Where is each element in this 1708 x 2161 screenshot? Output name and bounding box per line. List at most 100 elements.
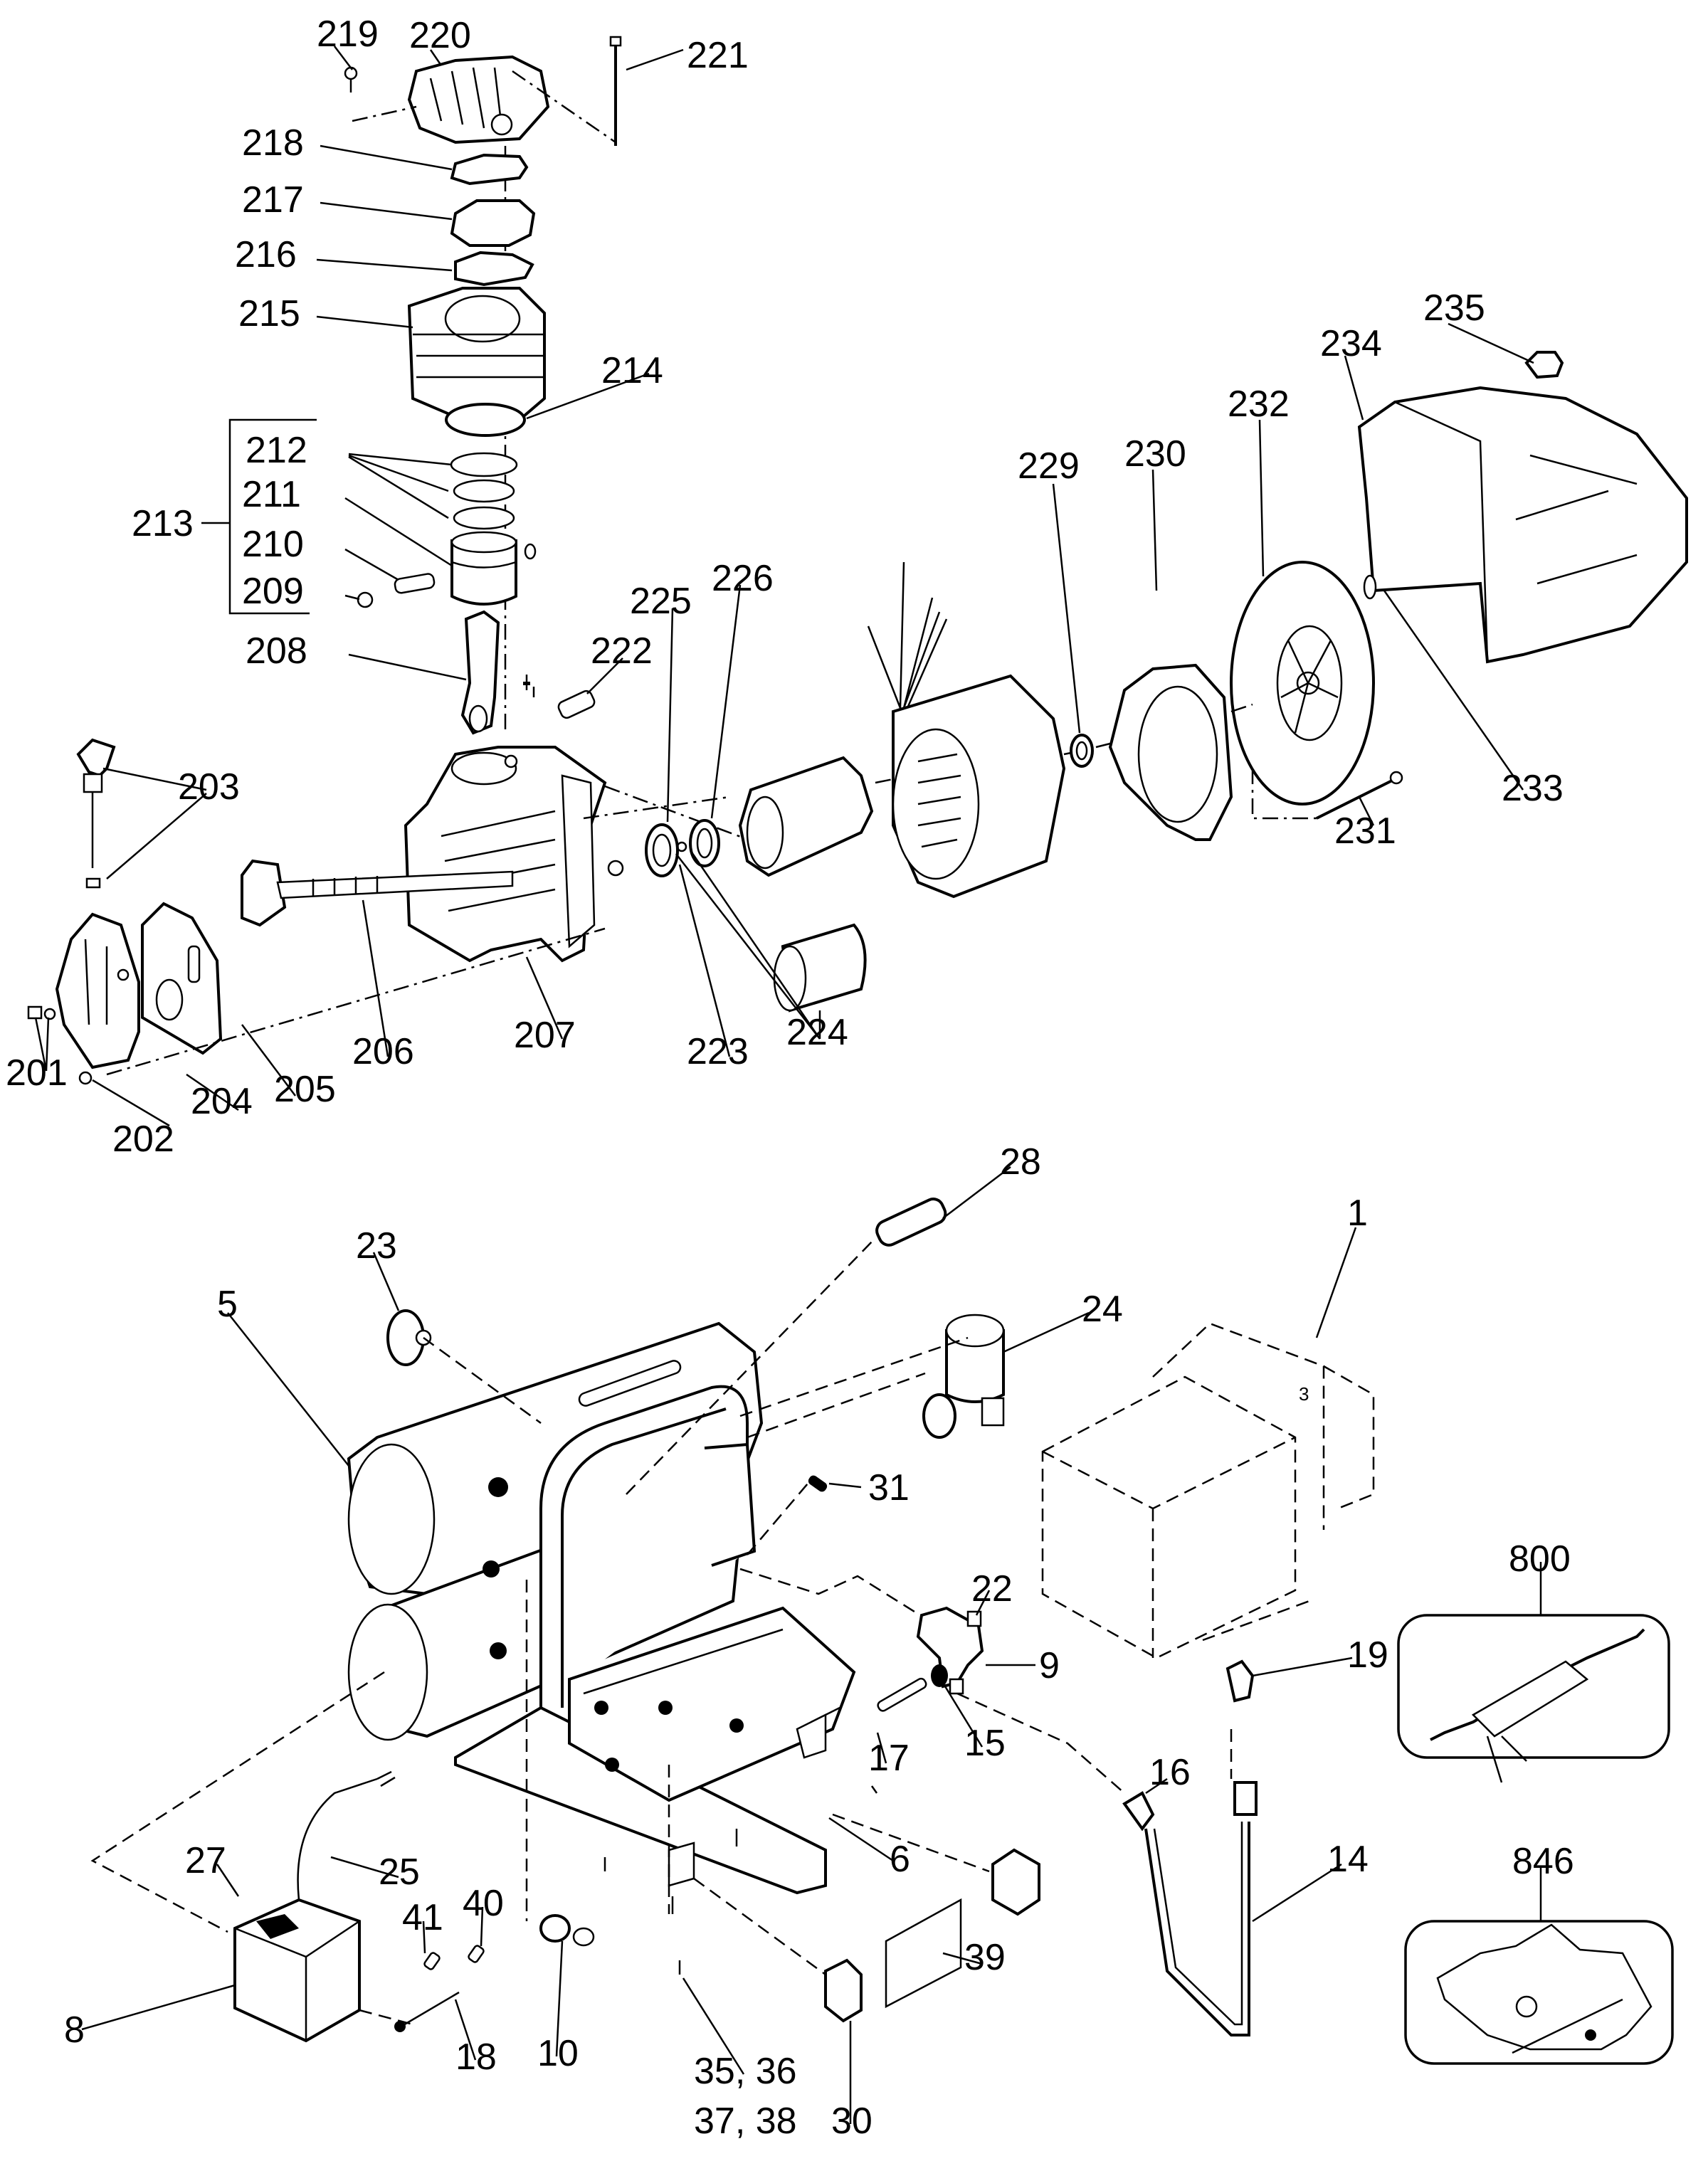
part-label-39: 39 bbox=[964, 1937, 1006, 1978]
fitting-31-part bbox=[808, 1475, 828, 1492]
part-label-220: 220 bbox=[409, 15, 471, 56]
part-label-1: 1 bbox=[1347, 1193, 1368, 1234]
inset-800-box bbox=[1397, 1614, 1670, 1783]
small-pins bbox=[523, 675, 535, 697]
gasket-205-part bbox=[141, 902, 223, 1055]
part-label-232: 232 bbox=[1228, 384, 1290, 425]
part-label-234: 234 bbox=[1320, 323, 1382, 364]
cylinder-head-part bbox=[407, 55, 550, 144]
part-label-204: 204 bbox=[191, 1081, 253, 1122]
terminal-41-part bbox=[423, 1952, 441, 1970]
plug-prongs bbox=[376, 1770, 396, 1787]
connecting-rod-part bbox=[460, 610, 500, 735]
part-label-233: 233 bbox=[1502, 768, 1564, 809]
part-label-25: 25 bbox=[379, 1851, 420, 1893]
part-label-19: 19 bbox=[1347, 1634, 1388, 1676]
part-label-28: 28 bbox=[1000, 1141, 1041, 1183]
part-label-40: 40 bbox=[463, 1883, 504, 1924]
head-gasket-part bbox=[450, 153, 529, 186]
part-label-226: 226 bbox=[712, 558, 774, 599]
part-label-203: 203 bbox=[178, 766, 240, 808]
cover-part bbox=[55, 912, 140, 1069]
fitting-222-part bbox=[557, 689, 596, 719]
tube-17-part bbox=[877, 1677, 927, 1712]
part-label-223: 223 bbox=[687, 1031, 749, 1072]
part-label-224: 224 bbox=[786, 1012, 848, 1053]
o-ring-part bbox=[445, 403, 526, 437]
part-label-218: 218 bbox=[242, 122, 304, 164]
motor-axis bbox=[875, 703, 1317, 820]
power-cord-part bbox=[297, 1777, 378, 1901]
part-label-229: 229 bbox=[1018, 445, 1080, 487]
fitting-15-part bbox=[931, 1664, 948, 1687]
end-bell-part bbox=[1108, 663, 1233, 841]
plug-part bbox=[504, 754, 518, 768]
elbow-19-part bbox=[1225, 1659, 1255, 1703]
part-label-27: 27 bbox=[185, 1840, 226, 1881]
part-label-31: 31 bbox=[868, 1467, 910, 1509]
check-valve-part bbox=[916, 1606, 984, 1695]
piston-kit-part bbox=[357, 452, 537, 608]
pump-motor-unit-phantom: 3 bbox=[1041, 1322, 1375, 1659]
part-label-22: 22 bbox=[971, 1568, 1013, 1610]
cylinder-gasket-part bbox=[454, 250, 534, 287]
box-mark-3: 3 bbox=[1299, 1383, 1309, 1405]
part-label-231: 231 bbox=[1334, 810, 1396, 852]
handle-part bbox=[539, 1385, 757, 1708]
piston-kit-bracket bbox=[201, 418, 317, 615]
part-label-216: 216 bbox=[235, 234, 297, 275]
part-label-800: 800 bbox=[1509, 1538, 1571, 1580]
crankshaft-part bbox=[241, 859, 514, 927]
head-bolt-part bbox=[609, 36, 622, 146]
part-label-214: 214 bbox=[601, 350, 663, 391]
breather-part bbox=[76, 738, 116, 889]
armature-part bbox=[738, 756, 874, 877]
part-label-208: 208 bbox=[246, 630, 307, 672]
part-label-230: 230 bbox=[1124, 433, 1186, 475]
part-label-9: 9 bbox=[1039, 1645, 1060, 1686]
part-label-210: 210 bbox=[242, 524, 304, 565]
knob-part bbox=[1524, 351, 1564, 379]
part-label-15: 15 bbox=[964, 1723, 1006, 1764]
part-label-212: 212 bbox=[246, 430, 307, 471]
part-label-235: 235 bbox=[1423, 287, 1485, 329]
frame-part bbox=[454, 1606, 856, 1895]
part-label-8: 8 bbox=[64, 2009, 85, 2051]
part-label-10: 10 bbox=[537, 2033, 579, 2074]
bearing-225-part bbox=[645, 823, 679, 877]
part-label-206: 206 bbox=[352, 1031, 414, 1072]
part-label-5: 5 bbox=[217, 1284, 238, 1325]
terminal-40-part bbox=[468, 1945, 485, 1963]
part-label-213: 213 bbox=[132, 503, 194, 544]
regulator-part bbox=[922, 1314, 1005, 1439]
screw-219-part bbox=[344, 66, 358, 93]
part-label-211: 211 bbox=[242, 474, 301, 515]
part-label-221: 221 bbox=[687, 35, 749, 76]
part-label-37-38: 37, 38 bbox=[694, 2101, 797, 2142]
screw-18-part bbox=[394, 1991, 460, 2032]
label-39-part bbox=[885, 1898, 962, 2009]
part-label-201: 201 bbox=[6, 1052, 68, 1094]
part-label-846: 846 bbox=[1512, 1841, 1574, 1882]
drain-valve-part bbox=[539, 1914, 595, 1947]
screws-201-part bbox=[27, 1005, 56, 1020]
leader-lines bbox=[34, 46, 1542, 2124]
fan-part bbox=[1230, 561, 1375, 805]
assembly-line bbox=[352, 70, 616, 144]
inset-846-box bbox=[1404, 1920, 1674, 2065]
part-labels: 219 220 221 218 217 216 215 214 213 212 … bbox=[6, 14, 1574, 2142]
valve-22-part bbox=[966, 1610, 982, 1627]
part-label-217: 217 bbox=[242, 179, 304, 221]
crank-axis bbox=[106, 785, 759, 1076]
part-label-16: 16 bbox=[1149, 1752, 1191, 1793]
capacitor-part bbox=[773, 923, 867, 1013]
cylinder-part bbox=[407, 287, 546, 421]
part-label-222: 222 bbox=[591, 630, 653, 672]
bearing-229-part bbox=[1070, 734, 1094, 768]
part-label-23: 23 bbox=[356, 1225, 397, 1267]
part-label-215: 215 bbox=[238, 293, 300, 334]
seal-226-part bbox=[689, 819, 720, 867]
part-label-41: 41 bbox=[402, 1897, 443, 1938]
part-label-30: 30 bbox=[831, 2101, 873, 2142]
